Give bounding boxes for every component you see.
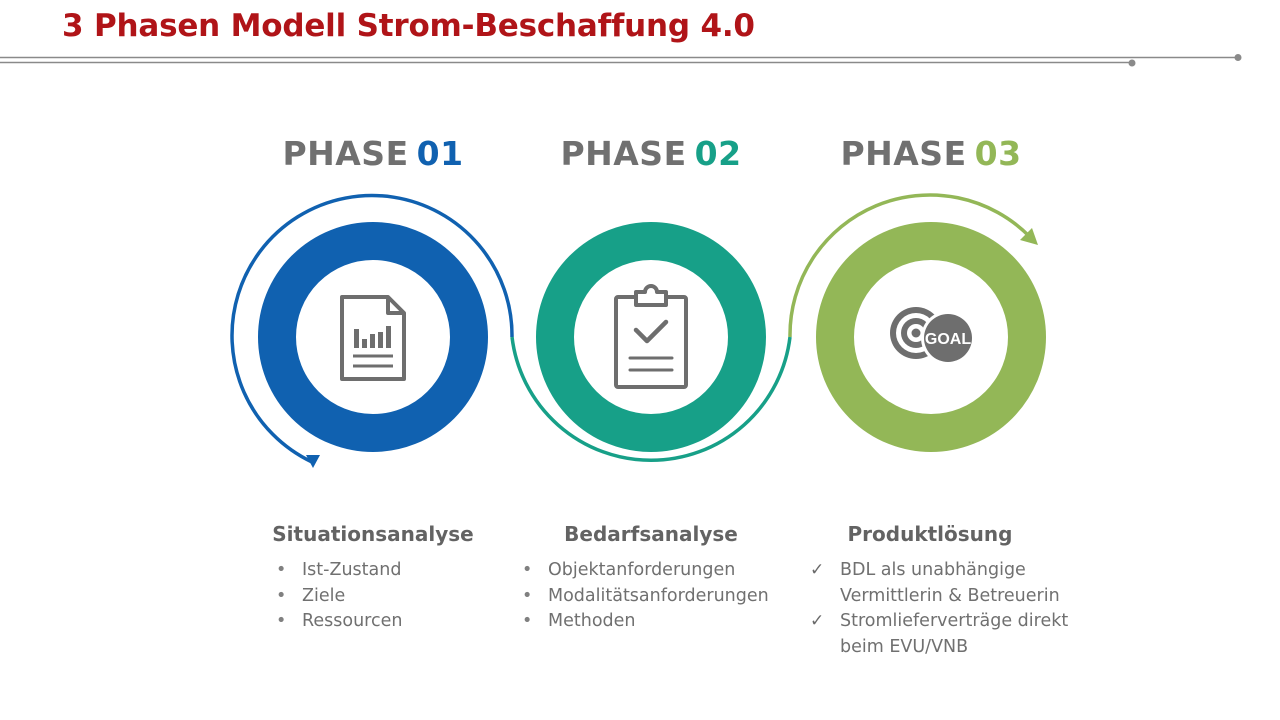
bullet-icon: • — [276, 560, 287, 580]
flow-arc-green — [788, 193, 1032, 338]
bullet-icon: • — [276, 611, 287, 631]
phase-details-01: Situationsanalyse •Ist-Zustand •Ziele •R… — [222, 522, 522, 635]
check-icon: ✓ — [810, 611, 825, 631]
list-item: •Objektanforderungen — [518, 558, 801, 584]
flow-arc-blue — [230, 193, 514, 464]
list-item: Vermittlerin & Betreuerin — [840, 585, 1060, 606]
goal-badge-text: GOAL — [925, 331, 971, 348]
bullet-icon: • — [276, 585, 287, 606]
list-item: ✓BDL als unabhängige — [810, 558, 1080, 584]
goal-target-icon: GOAL — [890, 307, 975, 365]
page-title: 3 Phasen Modell Strom-Beschaffung 4.0 — [62, 8, 755, 44]
phase-details-heading: Bedarfsanalyse — [564, 522, 738, 546]
document-chart-icon — [340, 295, 406, 381]
phase-details-list: ✓BDL als unabhängige Vermittlerin & Betr… — [780, 558, 1080, 660]
list-item: •Ist-Zustand — [272, 558, 522, 584]
phase-number: 01 — [416, 134, 464, 173]
phase-label: PHASE — [840, 134, 967, 173]
phase-label: PHASE — [282, 134, 409, 173]
bullet-icon: • — [522, 585, 533, 606]
arrowhead-blue-icon — [306, 455, 320, 468]
bullet-icon: • — [522, 611, 533, 631]
phase-ring-03 — [816, 222, 1046, 452]
phase-number: 03 — [974, 134, 1022, 173]
bullet-icon: • — [522, 560, 533, 580]
phase-details-03: Produktlösung ✓BDL als unabhängige Vermi… — [780, 522, 1080, 660]
phase-label: PHASE — [560, 134, 687, 173]
list-item: •Modalitätsanforderungen — [518, 584, 801, 610]
list-item: ✓Stromlieferverträge direkt — [810, 609, 1080, 635]
list-item: •Methoden — [518, 609, 801, 635]
phase-details-list: •Ist-Zustand •Ziele •Ressourcen — [222, 558, 522, 635]
list-item: beim EVU/VNB — [840, 636, 969, 657]
phase-ring-01 — [258, 222, 488, 452]
phase-details-list: •Objektanforderungen •Modalitätsanforder… — [501, 558, 801, 635]
phase-details-02: Bedarfsanalyse •Objektanforderungen •Mod… — [501, 522, 801, 635]
phase-details-heading: Produktlösung — [847, 522, 1013, 546]
flow-arc-teal — [510, 336, 792, 463]
header-rules — [0, 54, 1242, 67]
phase-ring-02 — [536, 222, 766, 452]
check-icon: ✓ — [810, 560, 825, 580]
list-item: •Ressourcen — [272, 609, 522, 635]
arrowhead-green-icon — [1020, 228, 1038, 245]
phase-details-heading: Situationsanalyse — [272, 522, 474, 546]
phase-number: 02 — [694, 134, 742, 173]
clipboard-check-icon — [614, 284, 688, 389]
list-item: •Ziele — [272, 584, 522, 610]
